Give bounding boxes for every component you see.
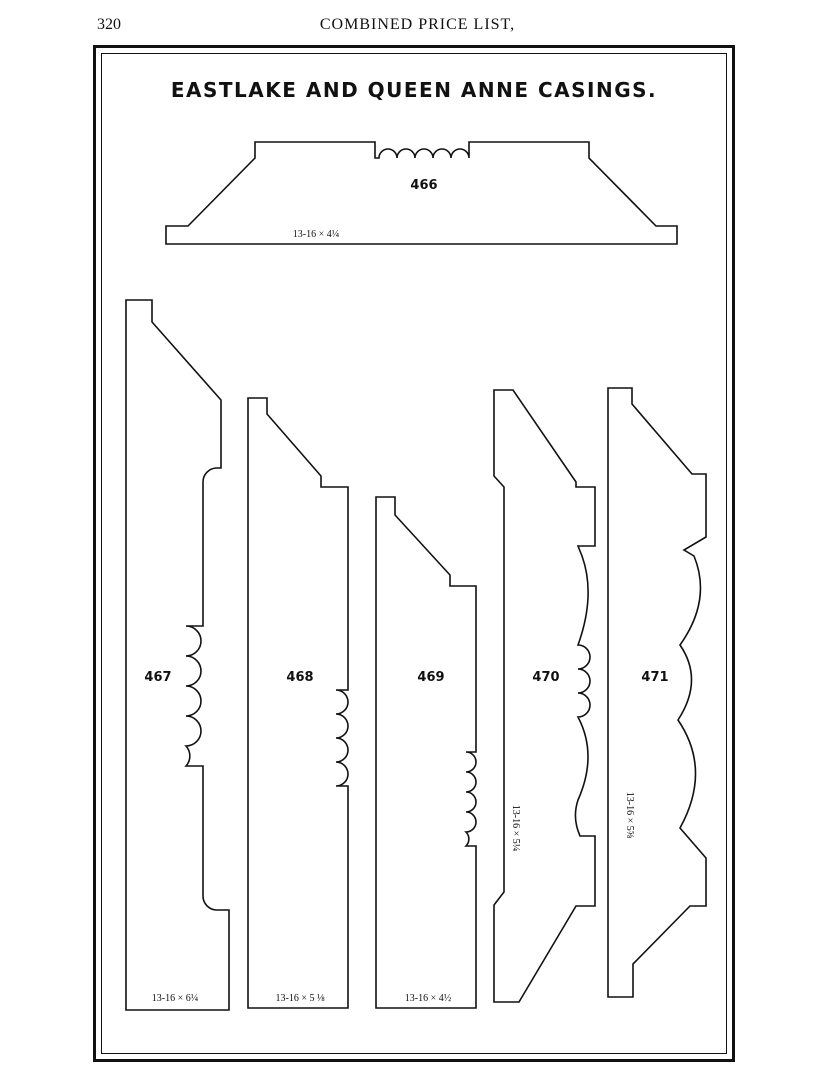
running-head: COMBINED PRICE LIST, <box>319 16 516 33</box>
casing-470-size: 13-16 × 5¼ <box>510 805 521 852</box>
casing-470-profile: 470 13-16 × 5¼ <box>493 389 596 1003</box>
casing-466-number: 466 <box>410 178 437 193</box>
casing-471-number: 471 <box>641 670 668 685</box>
plate-title: EASTLAKE AND QUEEN ANNE CASINGS. <box>170 78 658 102</box>
casing-466-profile: 466 13-16 × 4¼ <box>165 141 678 245</box>
casing-471-outline <box>607 387 707 998</box>
casing-471-size: 13-16 × 5⅝ <box>624 792 635 839</box>
casing-469-outline <box>375 496 477 1009</box>
casing-466-size: 13-16 × 4¼ <box>293 229 340 240</box>
casing-469-profile: 469 13-16 × 4½ <box>375 496 477 1009</box>
casing-468-profile: 468 13-16 × 5 ⅛ <box>247 397 349 1009</box>
casing-466-outline <box>165 141 678 245</box>
casing-469-number: 469 <box>417 670 444 685</box>
page-number: 320 <box>97 16 121 33</box>
casing-468-number: 468 <box>286 670 313 685</box>
casing-468-outline <box>247 397 349 1009</box>
casing-470-outline <box>493 389 596 1003</box>
inner-border <box>101 53 727 1054</box>
casing-470-number: 470 <box>532 670 559 685</box>
casing-467-profile: 467 13-16 × 6¼ <box>125 299 230 1011</box>
casing-467-number: 467 <box>144 670 171 685</box>
casing-471-profile: 471 13-16 × 5⅝ <box>607 387 707 998</box>
casing-468-size: 13-16 × 5 ⅛ <box>276 993 325 1004</box>
casing-467-size: 13-16 × 6¼ <box>152 993 199 1004</box>
casing-467-outline <box>125 299 230 1011</box>
casing-469-size: 13-16 × 4½ <box>405 993 452 1004</box>
outer-border <box>93 45 735 1062</box>
